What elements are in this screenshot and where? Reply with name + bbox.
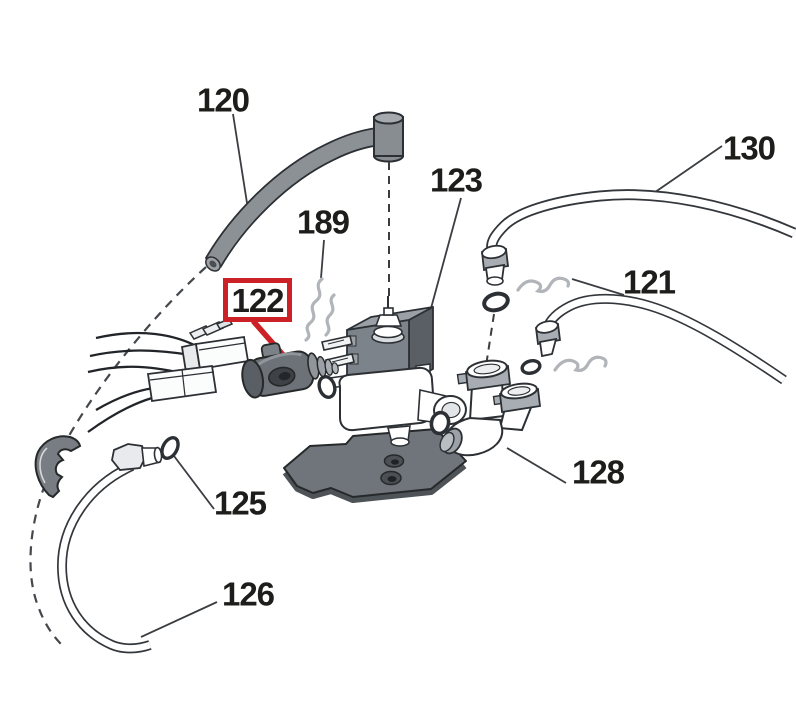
- highlight-box-122: 122: [223, 278, 292, 322]
- part-label-123: 123: [429, 161, 483, 199]
- o-ring-121: [520, 359, 542, 375]
- fitting-121: [535, 320, 561, 358]
- leader-120: [232, 113, 248, 204]
- leader-lines: [140, 113, 723, 638]
- part-label-126: 126: [221, 575, 275, 613]
- water-tube-120: [204, 126, 384, 272]
- machine-outline-dashed: [29, 266, 207, 649]
- connector-lower: [146, 364, 218, 403]
- grease-mark-189: [304, 277, 324, 342]
- hose-121: [542, 293, 787, 385]
- part-label-120: 120: [196, 81, 250, 119]
- solenoid-plunger: [371, 296, 405, 344]
- valve-fitting-122: [241, 342, 339, 399]
- connector-upper: [180, 335, 250, 374]
- part-label-121: 121: [622, 263, 676, 301]
- leader-125: [170, 451, 215, 510]
- part-label-122: 122: [231, 281, 284, 319]
- leader-189: [320, 239, 325, 279]
- o-ring-125: [160, 436, 180, 460]
- hose-126: [56, 461, 152, 654]
- grease-mark-121a: [516, 276, 571, 293]
- dashed-axis-elbow: [485, 313, 495, 367]
- part-label-128: 128: [571, 453, 625, 491]
- part-label-125: 125: [213, 484, 267, 522]
- leader-130: [647, 145, 723, 198]
- fitting-130: [481, 244, 509, 286]
- leader-128: [506, 447, 567, 484]
- retaining-clip: [34, 435, 82, 499]
- tube-end-cylinder: [373, 111, 404, 163]
- grease-mark-189b: [324, 293, 336, 337]
- part-label-130: 130: [722, 129, 776, 167]
- grease-mark-121b: [553, 355, 608, 372]
- fitting-126: [111, 443, 163, 471]
- leader-126: [140, 601, 218, 638]
- mounting-bracket: [282, 428, 467, 503]
- elbow-fitting-128: [439, 359, 541, 457]
- o-ring-130: [482, 291, 510, 313]
- grease-marks: [304, 276, 608, 372]
- part-label-189: 189: [296, 203, 350, 241]
- hose-130: [486, 189, 796, 252]
- o-ring-valve-right: [429, 410, 451, 436]
- leader-121: [571, 278, 625, 296]
- spade-terminal-pins: [188, 318, 234, 340]
